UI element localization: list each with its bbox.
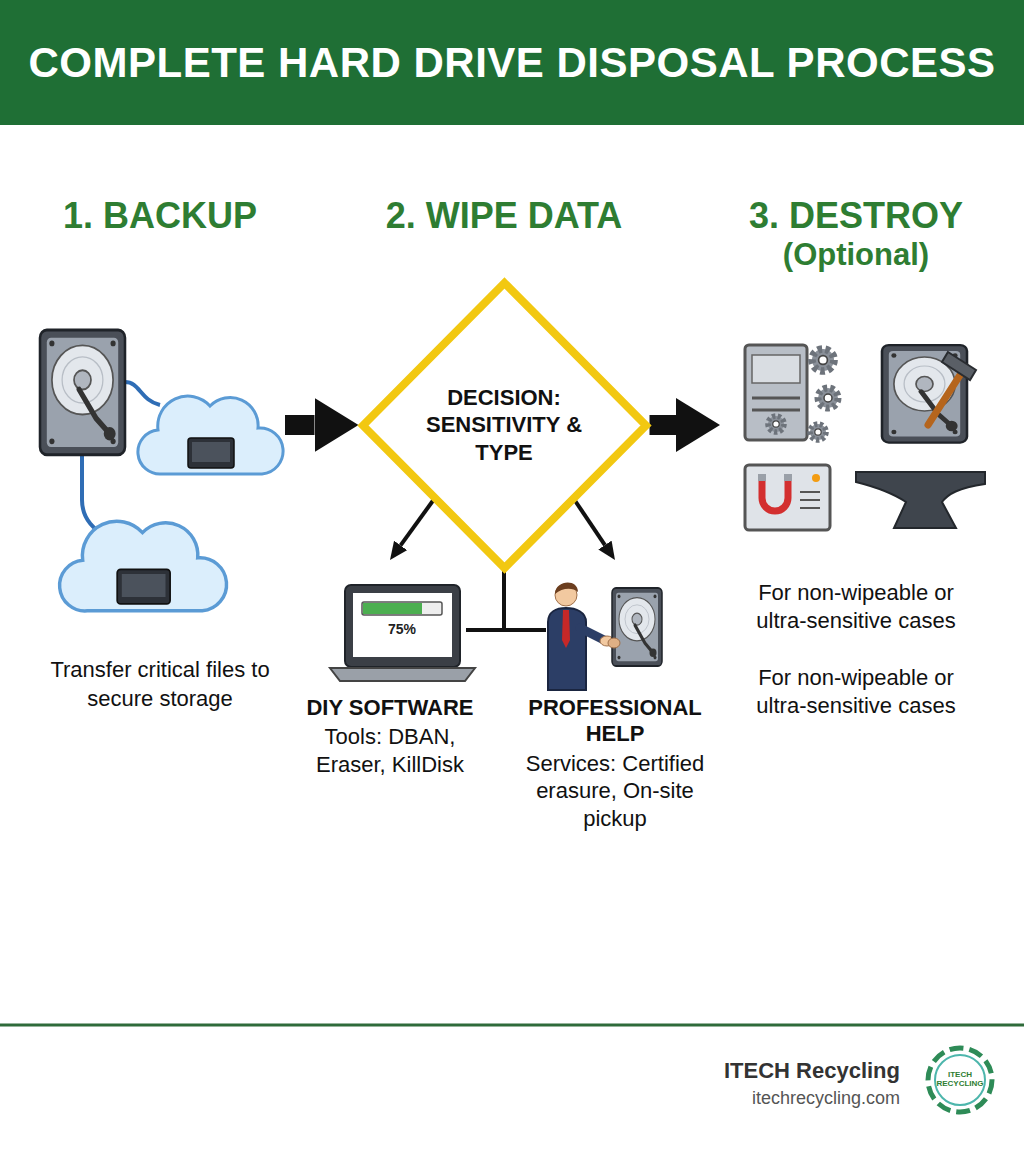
logo-mark <box>928 1048 992 1112</box>
progress-percent: 75% <box>372 621 432 638</box>
diamond-border <box>363 283 646 568</box>
flow-arrow <box>575 500 605 545</box>
professional-illustration-part <box>562 610 570 648</box>
brand-url: itechrecycling.com <box>620 1088 900 1110</box>
professional-illustration-part <box>555 582 578 594</box>
option-detail: Tools: DBAN, Eraser, KillDisk <box>300 723 480 778</box>
brand-name: ITECH Recycling <box>620 1058 900 1084</box>
option-heading: PROFESSIONAL HELP <box>515 695 715 748</box>
anvil-icon <box>856 472 985 528</box>
step-note: Transfer critical files to secure storag… <box>40 656 280 713</box>
laptop-illustration <box>330 585 475 681</box>
flow-arrow <box>650 415 677 435</box>
header-band: COMPLETE HARD DRIVE DISPOSAL PROCESS <box>0 0 1024 125</box>
option-card: DIY SOFTWARETools: DBAN, Eraser, KillDis… <box>300 560 480 778</box>
degausser-icon-part <box>800 507 820 509</box>
backup-illustration-part <box>138 396 283 474</box>
shredder-icon-part <box>812 349 834 371</box>
step-subheading: (Optional) <box>783 236 929 273</box>
step-note: For non-wipeable or ultra-sensitive case… <box>736 579 976 636</box>
laptop-illustration-part <box>363 603 422 614</box>
shredder-icon-part <box>752 397 800 400</box>
degausser-icon-part <box>745 465 830 530</box>
option-card: PROFESSIONAL HELPServices: Certified era… <box>515 560 715 832</box>
step-column: 3. DESTROY(Optional) For non-wipeable or … <box>720 195 992 721</box>
degausser-icon-part <box>800 491 820 493</box>
professional-illustration-part <box>612 588 662 666</box>
professional-illustration <box>548 582 662 690</box>
shredder-icon-part <box>810 424 826 440</box>
laptop-illustration-part <box>345 585 460 667</box>
step-note: For non-wipeable or ultra-sensitive case… <box>736 664 976 721</box>
shredder-icon <box>745 345 838 440</box>
shredder-icon-part <box>768 416 784 432</box>
professional-illustration-part <box>580 628 604 640</box>
backup-illustration-part <box>125 382 160 405</box>
degausser-icon-part <box>800 499 820 501</box>
flow-arrow <box>285 415 315 435</box>
hammer-icon <box>882 345 976 443</box>
destroy-illustrations <box>745 345 985 530</box>
laptop-illustration-part <box>353 593 452 657</box>
step-heading: 3. DESTROY <box>749 195 963 236</box>
shredder-icon-part <box>752 355 800 383</box>
hammer-icon-part <box>928 372 962 425</box>
shredder-icon-part <box>745 345 807 440</box>
page-title: COMPLETE HARD DRIVE DISPOSAL PROCESS <box>28 39 995 87</box>
backup-illustration-part <box>40 330 125 455</box>
logo-text: ITECH RECYCLING <box>932 1071 988 1089</box>
step-column: 1. BACKUP Transfer critical files to secu… <box>35 195 285 714</box>
backup-illustration-part <box>60 521 227 611</box>
laptop-illustration-part <box>330 668 475 681</box>
degausser-icon-part <box>758 474 766 481</box>
decision-connector-part <box>466 628 546 632</box>
step-heading: 1. BACKUP <box>63 195 257 236</box>
logo-mark-part <box>928 1048 992 1112</box>
professional-illustration-part <box>548 608 586 690</box>
step-heading: 2. WIPE DATA <box>379 195 629 236</box>
decision-diamond: DECISION: SENSITIVITY & TYPE <box>359 279 650 572</box>
shredder-icon-part <box>818 388 838 408</box>
degausser-icon-part <box>812 474 820 482</box>
laptop-illustration-part <box>362 602 442 615</box>
hammer-icon-part <box>942 352 976 380</box>
anvil-icon-part <box>856 472 985 528</box>
option-heading: DIY SOFTWARE <box>300 695 480 721</box>
flow-arrow <box>401 500 434 545</box>
degausser-icon <box>745 465 830 530</box>
backup-illustration <box>40 330 283 611</box>
professional-illustration-part <box>608 638 620 648</box>
degausser-icon-part <box>762 478 788 511</box>
shredder-icon-part <box>752 409 800 412</box>
degausser-icon-part <box>784 474 792 481</box>
option-detail: Services: Certified erasure, On-site pic… <box>515 750 715 833</box>
decision-text: DECISION: SENSITIVITY & TYPE <box>424 384 584 467</box>
footer-rule <box>0 1024 1024 1027</box>
